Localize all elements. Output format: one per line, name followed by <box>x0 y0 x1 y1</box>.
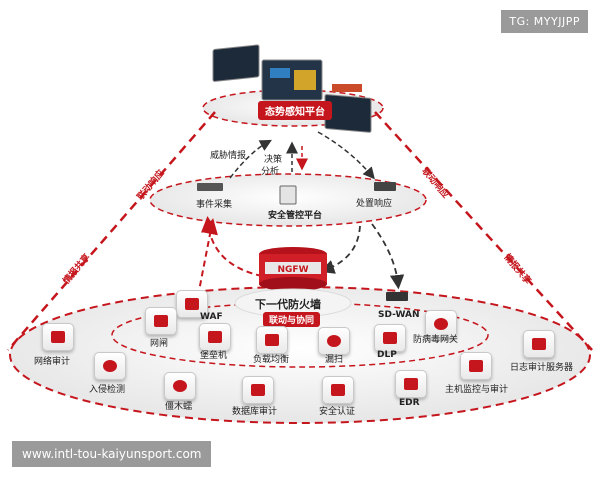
bastion-icon <box>199 323 231 351</box>
server-device <box>279 185 297 205</box>
response-label: 处置响应 <box>356 199 393 209</box>
inner-item-antivirus-gateway: 防病毒网关 <box>413 335 459 345</box>
inner-item-sdwan: SD-WAN <box>378 310 420 320</box>
ngfw-title: 下一代防火墙 <box>255 298 321 311</box>
ngfw-box-text: NGFW <box>278 265 309 275</box>
top-platform-label: 态势感知平台 <box>258 101 332 120</box>
malware-icon <box>164 372 196 400</box>
arrow-response <box>317 131 375 180</box>
decision-label: 决策 <box>264 155 283 165</box>
switch-device <box>374 182 396 191</box>
outer-item-edr: EDR <box>399 398 420 408</box>
outer-item-db-audit: 数据库审计 <box>232 407 278 417</box>
antivirus-gateway-icon <box>425 310 457 338</box>
arrow-middle-to-ngfw <box>319 225 361 274</box>
host-monitor-icon <box>460 352 492 380</box>
analysis-label: 分析 <box>261 167 280 177</box>
inner-item-dlp: DLP <box>377 350 397 360</box>
outer-item-auth: 安全认证 <box>319 407 356 417</box>
event-collection-label: 事件采集 <box>196 200 233 210</box>
arrow-ngfw-to-left <box>200 216 263 277</box>
inner-item-vuln-scan: 漏扫 <box>325 355 344 365</box>
inner-item-bastion: 堡垒机 <box>200 351 228 361</box>
gatekeeper-icon <box>145 307 177 335</box>
edr-icon <box>395 370 427 398</box>
arrow-threat-intel <box>229 139 272 179</box>
outer-item-network-audit: 网络审计 <box>34 357 71 367</box>
intrusion-detection-icon <box>94 352 126 380</box>
dlp-icon <box>374 324 406 352</box>
load-balancer-icon <box>256 326 288 354</box>
watermark-tag: TG: MYYJJPP <box>501 10 588 33</box>
arrow-middle-to-sdwan <box>371 223 405 290</box>
sdwan-router <box>386 292 408 301</box>
inner-item-gatekeeper: 网闸 <box>150 339 169 349</box>
right-edge-line <box>374 111 593 351</box>
ngfw-device <box>259 247 327 291</box>
log-audit-server-icon <box>523 330 555 358</box>
auth-icon <box>322 376 354 404</box>
inner-item-waf: WAF <box>200 312 223 322</box>
footer-url: www.intl-tou-kaiyunsport.com <box>12 441 212 467</box>
left-edge-line <box>7 111 216 351</box>
monitors-graphic <box>212 44 372 133</box>
waf-icon <box>176 290 208 318</box>
outer-item-host-monitor: 主机监控与审计 <box>445 385 509 395</box>
outer-item-intrusion-detection: 入侵检测 <box>89 385 126 395</box>
middle-platform-label: 安全管控平台 <box>268 211 323 221</box>
threat-intel-label: 威胁情报 <box>210 151 247 161</box>
outer-item-log-audit-server: 日志审计服务器 <box>510 363 574 373</box>
ngfw-subtitle: 联动与协同 <box>263 312 321 327</box>
collector-device <box>197 183 223 191</box>
network-audit-icon <box>42 323 74 351</box>
outer-item-malware: 僵木蠕 <box>165 402 193 412</box>
vuln-scan-icon <box>318 327 350 355</box>
db-audit-icon <box>242 376 274 404</box>
inner-item-load-balancer: 负载均衡 <box>253 355 290 365</box>
arrow-left-up <box>197 218 218 297</box>
